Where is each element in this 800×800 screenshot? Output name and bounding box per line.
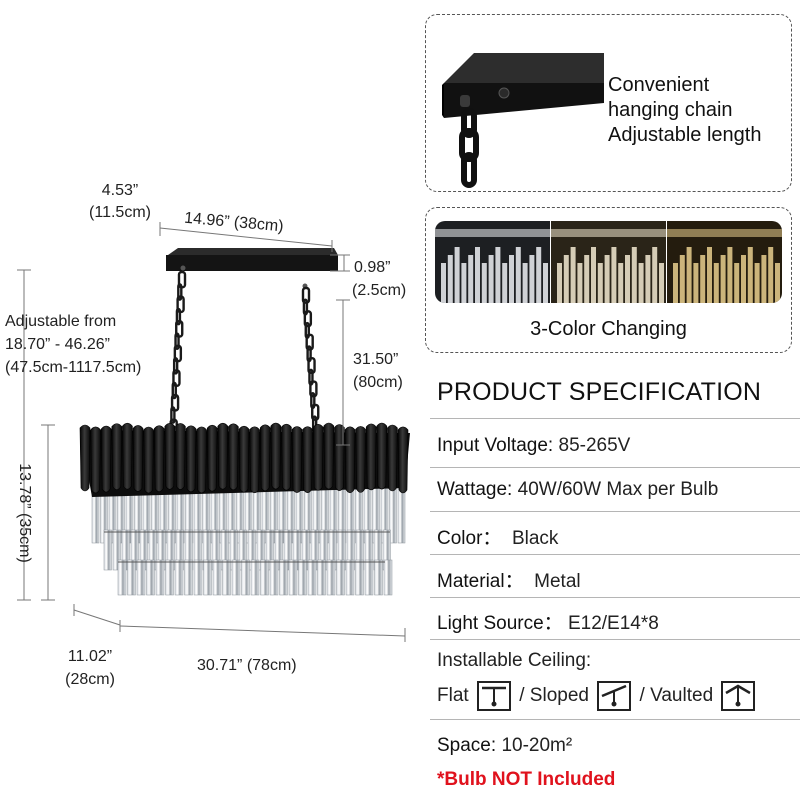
divider [430, 418, 800, 419]
divider [430, 554, 800, 555]
color-callout-label: 3-Color Changing [530, 318, 687, 340]
space-value: 10-20m² [501, 735, 573, 756]
ceiling-vaulted-label: / Vaulted [639, 685, 714, 707]
color-modes-image [435, 221, 782, 303]
spec-row-wattage: Wattage: 40W/60W Max per Bulb [437, 479, 718, 501]
spec-row-space: Space: 10-20m² [437, 735, 572, 757]
divider [430, 719, 800, 720]
material-label: Material： [437, 571, 524, 592]
chain-callout-line-3: Adjustable length [608, 124, 762, 146]
spec-row-material: Material： Metal [437, 566, 581, 593]
chandelier-illustration [17, 222, 410, 642]
spec-title: PRODUCT SPECIFICATION [437, 378, 762, 406]
voltage-label: Input Voltage: [437, 435, 554, 456]
chain-callout-line-2: hanging chain [608, 99, 733, 121]
length-label: 30.71” (78cm) [197, 657, 297, 674]
chain-callout-line-1: Convenient [608, 74, 710, 96]
blade-shade [79, 422, 410, 497]
light-source-value: E12/E14*8 [567, 613, 659, 634]
spec-row-voltage: Input Voltage: 85-265V [437, 435, 630, 457]
chain-callout: Convenient hanging chain Adjustable leng… [425, 14, 792, 192]
wattage-value: 40W/60W Max per Bulb [517, 479, 719, 500]
spec-row-color: Color： Black [437, 523, 558, 550]
vaulted-ceiling-icon [721, 681, 756, 711]
adjustable-cm-range: (47.5cm-1117.5cm) [5, 359, 142, 376]
width-cm-label: (28cm) [65, 671, 115, 688]
voltage-value: 85-265V [558, 435, 631, 456]
dimension-lines [17, 222, 406, 642]
depth-cm-label: (11.5cm) [89, 204, 151, 221]
adjustable-inch-range: 18.70” - 46.26” [5, 336, 110, 353]
divider [430, 511, 800, 512]
body-height-label: 13.78” (35cm) [15, 463, 33, 563]
adjustable-from-label: Adjustable from [5, 313, 117, 330]
spec-row-light-source: Light Source： E12/E14*8 [437, 608, 659, 635]
canopy-height-cm-label: (2.5cm) [352, 282, 407, 299]
material-value: Metal [534, 571, 581, 592]
chain-length-cm-label: (80cm) [353, 374, 403, 391]
sloped-ceiling-icon [597, 681, 632, 711]
chain-length-inch-label: 31.50” [353, 351, 399, 368]
canopy-closeup-image [442, 53, 604, 188]
color-value: Black [511, 528, 559, 549]
ceiling-sloped-label: / Sloped [519, 685, 589, 707]
divider [430, 639, 800, 640]
flat-ceiling-icon [476, 681, 511, 711]
crystal-tiers [91, 484, 406, 596]
color-label: Color： [437, 528, 502, 549]
bulb-not-included-note: *Bulb NOT Included [437, 769, 616, 790]
hanging-chains [169, 270, 322, 445]
color-callout: 3-Color Changing [425, 207, 792, 353]
depth-inch-label: 4.53” [101, 182, 139, 199]
ceiling-flat-label: Flat [437, 685, 469, 707]
spec-row-ceiling-types: Flat / Sloped / Vaulted [437, 681, 758, 711]
wattage-label: Wattage: [437, 479, 513, 500]
ceiling-label: Installable Ceiling: [437, 650, 592, 671]
canopy-height-inch-label: 0.98” [354, 259, 391, 276]
canopy-plate [166, 248, 338, 289]
light-source-label: Light Source： [437, 613, 563, 634]
divider [430, 467, 800, 468]
divider [430, 597, 800, 598]
space-label: Space: [437, 735, 497, 756]
width-inch-label: 11.02” [67, 648, 113, 665]
